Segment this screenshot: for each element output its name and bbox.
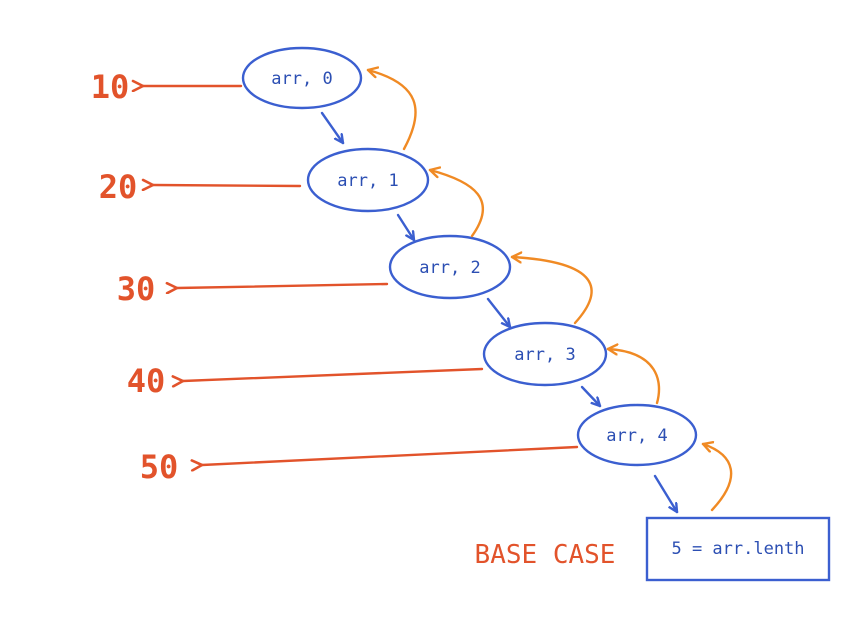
return-arrow-base-4 [701, 444, 733, 512]
value-arrow-1 [153, 185, 302, 186]
node-arr-4: arr, 4 [576, 403, 698, 467]
value-label-30: 30 [117, 270, 156, 308]
base-case-box: 5 = arr.lenth [645, 516, 831, 582]
value-label-50: 50 [140, 448, 179, 486]
return-arrow-3-2 [510, 257, 593, 325]
node-label: arr, 1 [337, 171, 398, 191]
value-label-10: 10 [91, 68, 130, 106]
call-arrow-0-1 [320, 111, 345, 145]
node-arr-2: arr, 2 [388, 234, 512, 300]
call-arrow-4-base [653, 474, 679, 514]
value-arrow-2 [177, 284, 389, 288]
value-label-40: 40 [127, 362, 166, 400]
node-arr-0: arr, 0 [241, 46, 363, 110]
call-arrow-2-3 [486, 297, 512, 329]
node-arr-1: arr, 1 [306, 147, 430, 213]
value-label-20: 20 [99, 168, 138, 206]
node-label: arr, 3 [514, 345, 575, 365]
node-label: arr, 2 [419, 258, 480, 278]
node-label: arr, 4 [606, 426, 667, 446]
node-ellipse [388, 234, 512, 300]
value-arrow-3 [183, 367, 484, 381]
node-label: arr, 0 [271, 69, 332, 89]
call-arrow-1-2 [396, 213, 416, 242]
node-arr-3: arr, 3 [482, 321, 608, 387]
node-ellipse [306, 147, 430, 213]
base-case-label: BASE CASE [475, 540, 616, 570]
return-arrow-1-0 [366, 70, 417, 151]
value-arrow-4 [202, 445, 579, 465]
node-ellipse [576, 403, 698, 467]
return-arrow-2-1 [428, 170, 485, 238]
node-ellipse [482, 321, 608, 387]
return-arrow-4-3 [606, 349, 661, 405]
base-case-text: 5 = arr.lenth [671, 539, 804, 559]
call-arrow-3-4 [580, 385, 602, 408]
node-ellipse [241, 46, 363, 110]
base-case-rect [645, 516, 831, 582]
